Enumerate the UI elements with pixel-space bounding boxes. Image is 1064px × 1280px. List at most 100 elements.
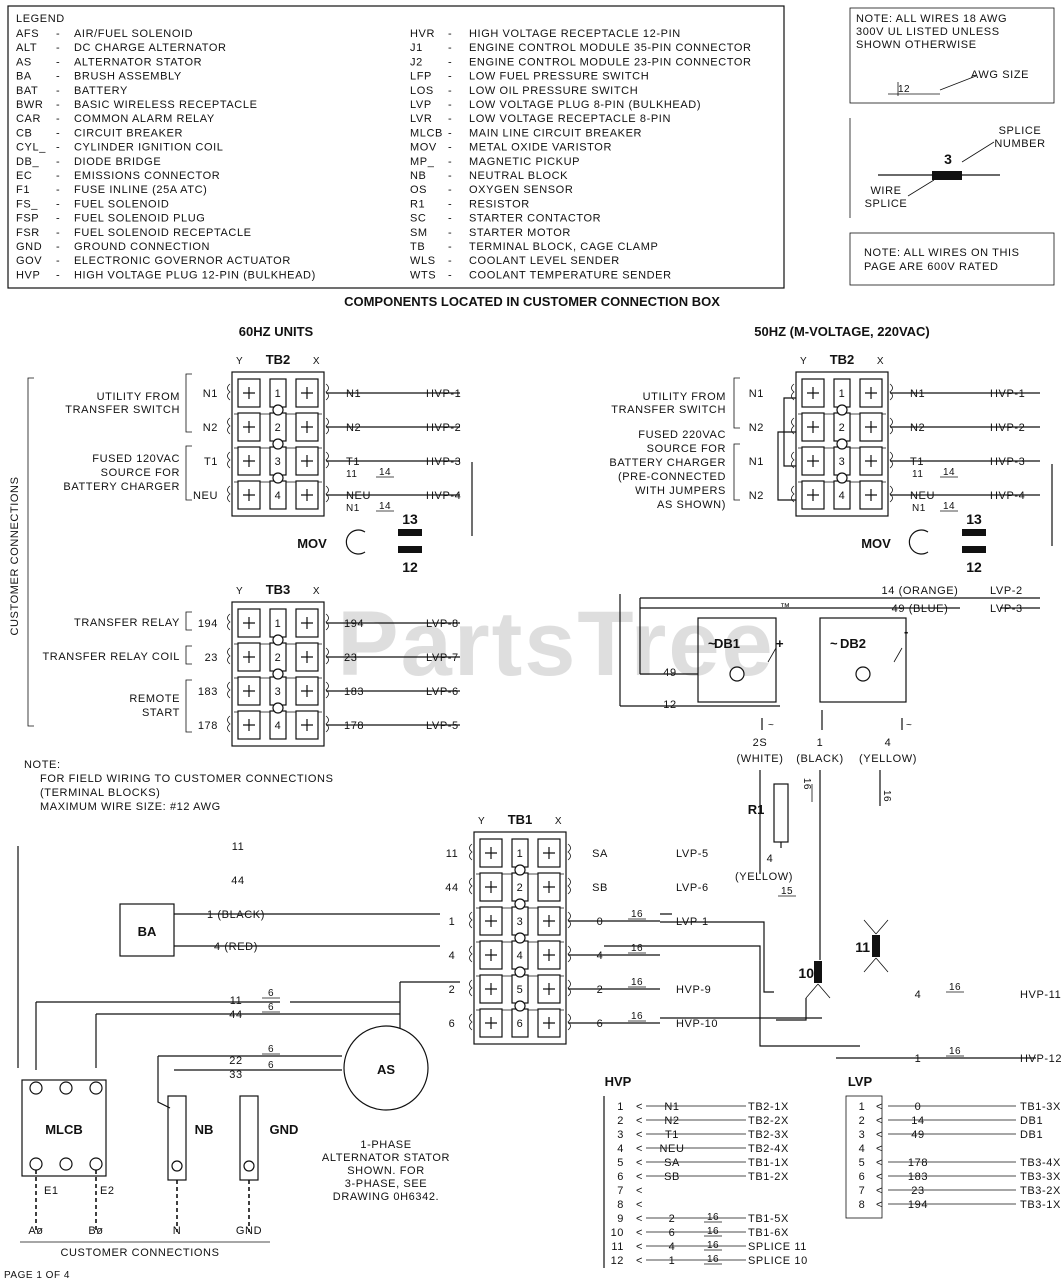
stator-caption-line: 3-PHASE, SEE xyxy=(345,1178,427,1190)
legend-desc: MAGNETIC PICKUP xyxy=(469,156,580,168)
terminal-number: 1 xyxy=(275,618,282,630)
tb2-50hz-left-label: N1 xyxy=(749,456,764,468)
stator-caption-line: DRAWING 0H6342. xyxy=(333,1191,439,1203)
gnd-label: GND xyxy=(270,1122,299,1137)
db-output-num: 2S xyxy=(753,737,768,749)
clamp-spring xyxy=(325,417,329,435)
jumper-ring xyxy=(514,966,526,978)
lvp-wire-label: 14 (ORANGE) xyxy=(882,585,959,597)
terminal-block-name: TB1 xyxy=(508,812,533,827)
legend-dash: - xyxy=(448,85,452,97)
tb2-destination: HVP-3 xyxy=(426,456,461,468)
legend-desc: ALTERNATOR STATOR xyxy=(74,56,202,68)
resistor-label: R1 xyxy=(748,802,765,817)
db-output-leads xyxy=(761,710,903,730)
rating-note-line: PAGE ARE 600V RATED xyxy=(864,261,998,273)
jumper-ring xyxy=(836,404,848,416)
lvp-wire-number: 183 xyxy=(908,1171,928,1183)
wire-gauge-label: 14 xyxy=(943,467,955,478)
customer-connections-caption: CUSTOMER CONNECTIONS xyxy=(60,1247,219,1259)
mov-symbol-icon xyxy=(345,529,366,555)
legend-code: R1 xyxy=(410,198,425,210)
lvp-pin-symbol: < xyxy=(876,1157,883,1169)
legend-desc: COOLANT LEVEL SENDER xyxy=(469,255,620,267)
terminal-number: 2 xyxy=(839,422,846,434)
tb3-group-label: REMOTE xyxy=(129,693,180,705)
tb3-destination: LVP-7 xyxy=(426,652,459,664)
mlcb-terminal xyxy=(59,1081,73,1095)
legend-dash: - xyxy=(56,184,60,196)
screw-icon xyxy=(243,455,313,467)
tb2-50hz-group-label: BATTERY CHARGER xyxy=(609,457,726,469)
ac-symbol: ~ xyxy=(768,720,774,731)
splice-mark xyxy=(962,546,986,553)
splice-feed-wires xyxy=(604,945,822,1019)
terminal-block-name: TB2 xyxy=(266,352,291,367)
hvr-wire xyxy=(660,1017,860,1047)
legend-code: HVR xyxy=(410,28,435,40)
hvp-pin-number: 2 xyxy=(617,1115,624,1127)
clamp-spring xyxy=(325,613,329,631)
screw-icon xyxy=(485,847,555,859)
legend-dash: - xyxy=(448,142,452,154)
db-output-color: (BLACK) xyxy=(796,753,844,765)
clamp-spring xyxy=(227,647,231,665)
brush-assembly-label: BA xyxy=(138,924,157,939)
hvp-pin-number: 12 xyxy=(611,1255,624,1267)
hvp-pin-symbol: < xyxy=(636,1199,643,1211)
terminal-number: 1 xyxy=(839,388,846,400)
legend-desc: CYLINDER IGNITION COIL xyxy=(74,142,224,154)
clamp-spring xyxy=(469,979,473,997)
hvp-wire-number: N1 xyxy=(664,1101,679,1113)
legend-desc: NEUTRAL BLOCK xyxy=(469,170,568,182)
lvp-wire-label: 49 (BLUE) xyxy=(892,603,949,615)
screw-icon xyxy=(243,421,313,433)
legend-desc: LOW FUEL PRESSURE SWITCH xyxy=(469,71,649,83)
legend-code: CYL_ xyxy=(16,142,46,154)
screw-icon xyxy=(243,719,313,731)
legend-dash: - xyxy=(448,156,452,168)
tb2-group-label: UTILITY FROM xyxy=(97,391,180,403)
utility-bracket xyxy=(185,373,192,433)
lvp-destination: TB3-4X xyxy=(1020,1157,1061,1169)
legend-dash: - xyxy=(56,56,60,68)
tb3-bracket xyxy=(185,611,192,631)
terminal-side-x: X xyxy=(313,356,320,367)
tb2-group-label: BATTERY CHARGER xyxy=(63,481,180,493)
splice-10-fork xyxy=(805,983,831,999)
clamp-spring xyxy=(567,911,571,929)
legend-desc: COOLANT TEMPERATURE SENDER xyxy=(469,269,672,281)
terminal-number: 2 xyxy=(275,652,282,664)
hvp-pin-number: 1 xyxy=(617,1101,624,1113)
db-output-color: (YELLOW) xyxy=(859,753,917,765)
lvp-wire-number: 194 xyxy=(908,1199,928,1211)
tb2-50hz-destination: HVP-2 xyxy=(990,422,1025,434)
stator-wire-label: 33 xyxy=(229,1069,242,1081)
terminal-block-name: TB3 xyxy=(266,582,291,597)
clamp-spring xyxy=(567,945,571,963)
terminal-number: 4 xyxy=(275,720,282,732)
wire-gauge-label: 6 xyxy=(268,1044,274,1055)
lvp-pin-symbol: < xyxy=(876,1115,883,1127)
stator-caption-line: 1-PHASE xyxy=(360,1139,411,1151)
tb2-group-label: SOURCE FOR xyxy=(101,467,180,479)
lvp-pin-number: 2 xyxy=(859,1115,866,1127)
customer-connections-bracket xyxy=(27,377,34,727)
legend-box xyxy=(7,5,785,289)
tb2-group-label: TRANSFER SWITCH xyxy=(65,404,180,416)
tb1-right-wire: SA xyxy=(592,848,608,860)
hvp-pin-number: 11 xyxy=(611,1241,624,1253)
tb2-50hz-left-label: N2 xyxy=(749,422,764,434)
legend-dash: - xyxy=(448,113,452,125)
db-output-num: 1 xyxy=(817,737,824,749)
screw-icon xyxy=(807,489,877,501)
tb3-left-terminal-label: 178 xyxy=(198,720,218,732)
ac-symbol: ~ xyxy=(830,636,838,651)
tb1-right-wire: 6 xyxy=(597,1018,604,1030)
legend-dash: - xyxy=(448,184,452,196)
diode-bridge-db1 xyxy=(697,617,777,703)
terminal-number: 2 xyxy=(275,422,282,434)
legend-code: HVP xyxy=(16,269,40,281)
legend-desc: FUEL SOLENOID xyxy=(74,198,169,210)
clamp-spring xyxy=(227,485,231,503)
